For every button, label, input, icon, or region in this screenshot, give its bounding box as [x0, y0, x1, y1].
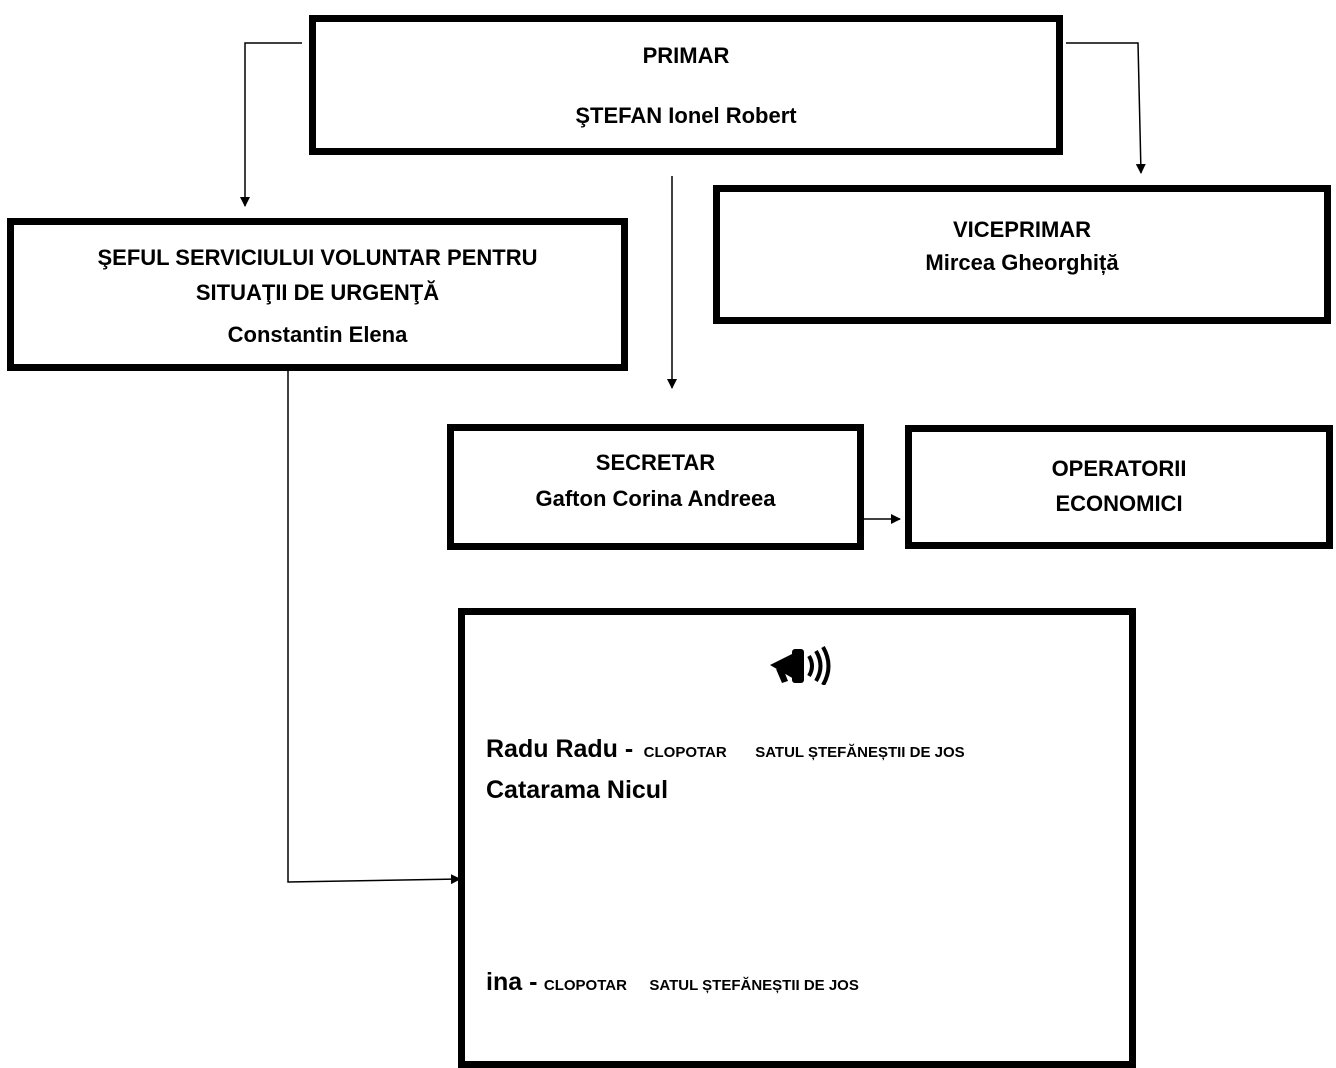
secretar-box: SECRETAR Gafton Corina Andreea — [447, 424, 864, 550]
clopotar-row: ina - CLOPOTAR SATUL ȘTEFĂNEȘTII DE JOS — [486, 968, 859, 997]
primar-title: PRIMAR — [642, 43, 730, 68]
arrow-sef-svsu-to-clopotari — [287, 370, 461, 885]
clopotar-role: CLOPOTAR — [543, 977, 627, 994]
clopotar-name: ina - — [486, 968, 538, 996]
sef-svsu-title-line1: ŞEFUL SERVICIULUI VOLUNTAR PENTRU — [97, 245, 538, 270]
clopotar-role: CLOPOTAR — [643, 744, 727, 761]
operatori-line2: ECONOMICI — [1055, 491, 1183, 516]
secretar-name: Gafton Corina Andreea — [535, 486, 776, 511]
primar-name: ŞTEFAN Ionel Robert — [575, 103, 797, 128]
clopotar-name: Catarama Nicul — [486, 776, 669, 804]
arrow-primar-to-viceprimar — [1066, 42, 1146, 174]
viceprimar-title: VICEPRIMAR — [952, 217, 1092, 242]
viceprimar-box: VICEPRIMAR Mircea Gheorghiță — [713, 185, 1331, 324]
connector-lines — [240, 42, 1146, 885]
secretar-title: SECRETAR — [595, 450, 716, 475]
arrow-primar-to-sef-svsu — [240, 42, 302, 207]
clopotari-box: Radu Radu - CLOPOTAR SATUL ȘTEFĂNEȘTII D… — [458, 608, 1136, 1068]
operatori-economici-box: OPERATORII ECONOMICI — [905, 425, 1333, 549]
clopotar-name: Radu Radu - — [486, 735, 634, 763]
clopotar-row: Catarama Nicul — [486, 776, 668, 805]
clopotar-sat: SATUL ȘTEFĂNEȘTII DE JOS — [649, 977, 859, 994]
megaphone-icon — [764, 641, 836, 687]
primar-box: PRIMAR ŞTEFAN Ionel Robert — [309, 15, 1063, 155]
viceprimar-name: Mircea Gheorghiță — [925, 250, 1119, 275]
sef-svsu-title-line2: SITUAŢII DE URGENŢĂ — [195, 280, 440, 305]
operatori-line1: OPERATORII — [1051, 456, 1187, 481]
clopotar-row: Radu Radu - CLOPOTAR SATUL ȘTEFĂNEȘTII D… — [486, 735, 965, 764]
sef-svsu-name: Constantin Elena — [227, 322, 408, 347]
sef-svsu-box: ŞEFUL SERVICIULUI VOLUNTAR PENTRU SITUAŢ… — [7, 218, 628, 371]
clopotar-sat: SATUL ȘTEFĂNEȘTII DE JOS — [755, 744, 965, 761]
